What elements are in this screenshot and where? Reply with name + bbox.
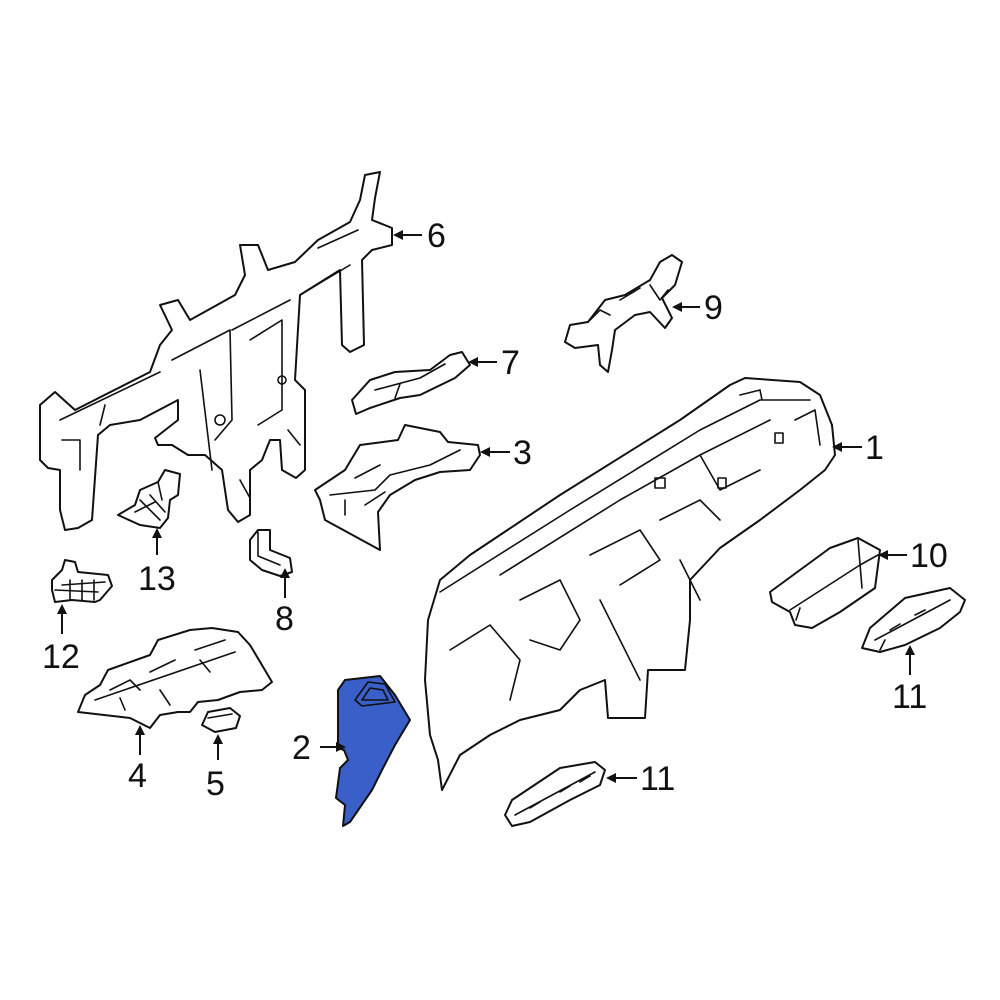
callout-3: 3: [513, 434, 532, 472]
part-11-switch-module-right: [861, 587, 966, 653]
leader-lines: [57, 230, 915, 783]
callout-2: 2: [292, 729, 311, 767]
part-2-side-panel: [335, 675, 411, 827]
callout-11-right: 11: [892, 678, 927, 716]
part-13-bracket: [117, 469, 181, 529]
callout-11-bottom: 11: [640, 760, 675, 798]
part-5-small-clip: [201, 707, 241, 733]
callout-13: 13: [138, 560, 176, 598]
callout-12: 12: [42, 638, 80, 676]
callout-6: 6: [427, 217, 446, 255]
part-3-lower-panel: [314, 424, 481, 551]
callout-8: 8: [275, 600, 294, 638]
callout-labels: 1 2 3 4 5 6 7 8 9 10 11 11 12 13: [42, 217, 948, 803]
callout-4: 4: [128, 757, 147, 795]
part-7-bracket: [351, 351, 471, 415]
callout-10: 10: [910, 537, 948, 575]
callout-1: 1: [865, 429, 884, 467]
part-12-clip: [51, 559, 113, 603]
part-10-module: [769, 537, 881, 629]
callout-5: 5: [206, 765, 225, 803]
callout-9: 9: [704, 289, 723, 327]
part-6-cross-car-beam: [39, 171, 393, 531]
part-11-switch-module-bottom: [504, 761, 606, 827]
part-9-mounting-bracket: [564, 254, 683, 373]
part-4-lower-trim: [77, 627, 273, 729]
callout-7: 7: [501, 344, 520, 382]
part-1-instrument-panel: [424, 377, 836, 791]
part-8-small-bracket: [249, 529, 293, 577]
